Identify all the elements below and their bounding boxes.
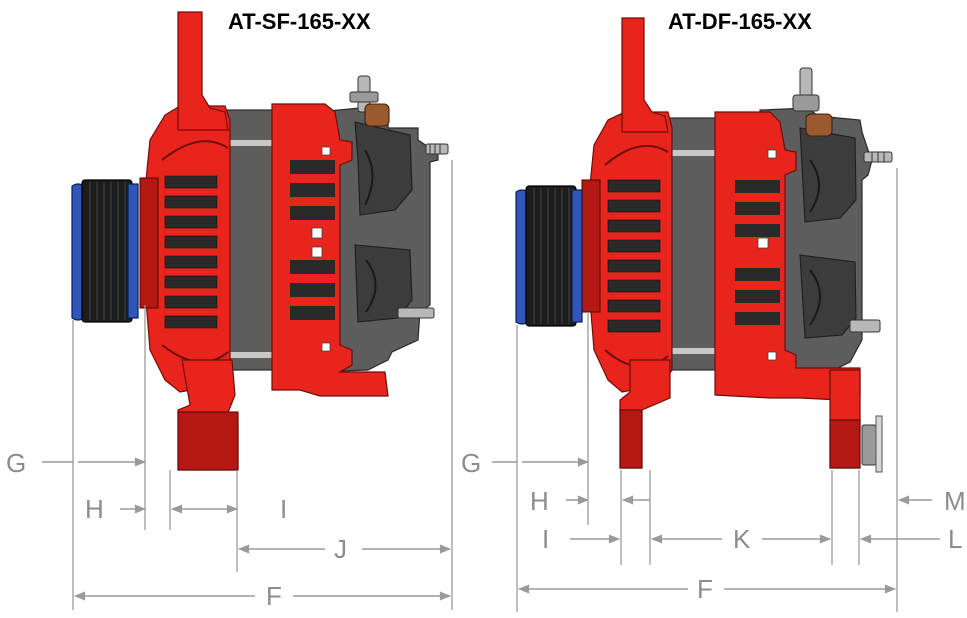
dim-label-i-sf: I — [280, 494, 287, 524]
dim-label-f-sf: F — [266, 581, 282, 611]
rear-bushing-df — [861, 424, 877, 466]
alternator-df: AT-DF-165-XX — [515, 9, 893, 473]
dim-label-k-df: K — [733, 524, 751, 554]
bottom-stud-sf — [397, 307, 435, 319]
dimensions-sf: G H I J F — [6, 160, 453, 611]
dim-label-g-df: G — [461, 448, 481, 478]
dim-label-l-df: L — [948, 524, 962, 554]
dim-label-h-sf: H — [85, 494, 104, 524]
top-mount-ear-df — [621, 17, 669, 133]
dim-label-j-sf: J — [334, 534, 347, 564]
dim-label-m-df: M — [944, 486, 966, 516]
dim-label-i-df: I — [542, 524, 549, 554]
dim-label-g-sf: G — [6, 448, 26, 478]
bottom-stud-df — [849, 319, 881, 333]
dim-label-f-df: F — [697, 574, 713, 604]
model-title-sf: AT-SF-165-XX — [228, 9, 371, 34]
front-housing-sf — [145, 105, 231, 393]
top-mount-ear-sf — [177, 11, 229, 131]
front-hub-df — [581, 179, 601, 313]
terminal-cap-df — [805, 113, 833, 137]
model-title-df: AT-DF-165-XX — [668, 9, 812, 34]
alternator-sf: AT-SF-165-XX — [71, 9, 449, 471]
rear-frame-sf — [271, 103, 389, 397]
dimensions-df: G H I K L M F — [461, 168, 966, 612]
side-stud-sf — [425, 143, 449, 155]
terminal-cap-sf — [364, 103, 390, 127]
front-hub-sf — [139, 177, 159, 309]
dim-label-h-df: H — [530, 486, 549, 516]
